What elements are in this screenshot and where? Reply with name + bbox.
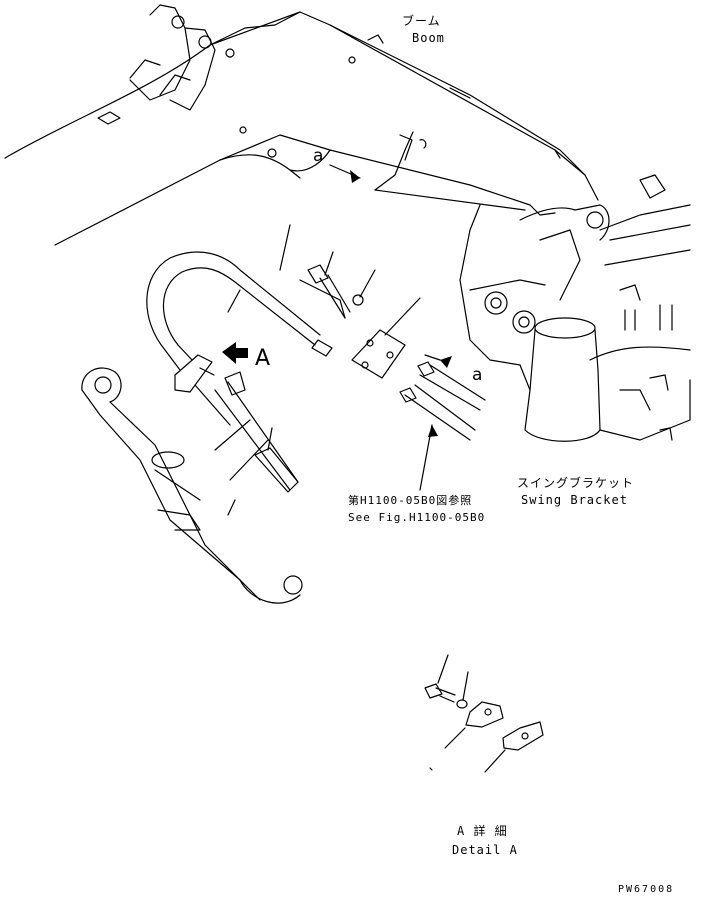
boom-label-en: Boom — [412, 31, 445, 45]
see-fig-label-ja: 第H1100-05B0図参照 — [348, 494, 473, 507]
arrowhead-see-fig — [428, 425, 438, 437]
swing-bracket-label-ja: スイングブラケット — [517, 476, 635, 490]
arrowhead-a-top — [350, 170, 360, 183]
bolts-and-block — [307, 264, 435, 403]
detail-a-label-en: Detail A — [452, 843, 518, 857]
hose-lines — [146, 251, 486, 493]
leader-lines — [227, 131, 526, 516]
cylinder — [81, 354, 303, 604]
detail-a — [424, 654, 544, 773]
boom — [4, 4, 599, 246]
see-fig-label-en: See Fig.H1100-05B0 — [348, 511, 486, 524]
drawing-number: PW67008 — [618, 884, 675, 895]
swing-bracket — [459, 174, 691, 442]
detail-a-label-ja: A 詳 細 — [457, 824, 508, 838]
view-a-label: A — [255, 346, 271, 371]
callout-a-top: a — [313, 146, 324, 166]
boom-label-ja: ブーム — [402, 14, 441, 28]
callout-a-right: a — [472, 365, 483, 385]
view-arrow-a — [222, 342, 248, 364]
swing-bracket-label-en: Swing Bracket — [521, 493, 628, 507]
arrowhead-a-right — [440, 356, 452, 368]
